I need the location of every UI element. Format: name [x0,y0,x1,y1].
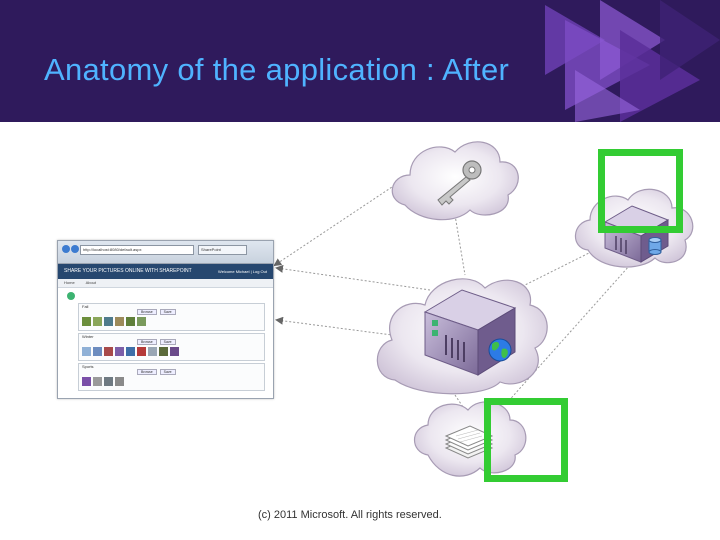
connector-key-to-server [454,214,466,276]
highlight-box-storage [484,398,568,482]
album-buttons: Browse Save [137,339,178,345]
browse-label: Browse [137,339,157,345]
connector-server-to-db [514,244,606,291]
cloud-storage [413,401,527,477]
banner-text: SHARE YOUR PICTURES ONLINE WITH SHAREPOI… [64,268,192,274]
album-buttons: Browse Save [137,309,178,315]
album-winter: Winter Browse Save [78,333,265,361]
album-label: Fall [82,304,89,309]
album-thumbnails [82,377,124,386]
browser-screenshot: http://localhost:8080/default.aspx Share… [57,240,274,399]
save-label: Save [159,369,176,375]
welcome-text: Welcome Michael | Log Out [218,269,267,274]
album-fall: Fall Browse Save [78,303,265,331]
album-buttons: Browse Save [137,369,178,375]
sharepoint-logo-icon [67,292,75,300]
database-icon [648,237,662,255]
album-thumbnails [82,347,179,356]
copyright-footer: (c) 2011 Microsoft. All rights reserved. [258,509,442,521]
header-triangles-decoration [545,0,720,122]
cloud-authentication [391,141,519,221]
album-sports: Sports Browse Save [78,363,265,391]
menu-item-about: About [85,280,97,285]
save-label: Save [159,309,176,315]
address-bar: http://localhost:8080/default.aspx [80,245,194,255]
slide-title: Anatomy of the application : After [44,52,510,87]
connector-server-to-docs [454,394,466,411]
document-stack-icon [444,425,494,459]
browser-tab: SharePoint [198,245,247,255]
cloud-web-server [376,278,548,395]
save-label: Save [159,339,176,345]
album-thumbnails [82,317,146,326]
back-icon [62,245,70,253]
connector-key-to-browser [273,184,396,267]
album-label: Sports [82,364,94,369]
key-icon [437,160,482,206]
site-menu: Home About [58,279,273,288]
globe-icon [488,338,512,362]
album-label: Winter [82,334,94,339]
slide-header: Anatomy of the application : After [0,0,720,122]
menu-item-home: Home [64,280,75,285]
forward-icon [71,245,79,253]
site-banner: SHARE YOUR PICTURES ONLINE WITH SHAREPOI… [58,264,273,279]
highlight-box-database [598,149,683,233]
browse-label: Browse [137,369,157,375]
browser-chrome: http://localhost:8080/default.aspx Share… [58,241,273,264]
connector-db-to-docs [504,264,631,406]
browse-label: Browse [137,309,157,315]
connector-server-to-browser-top [275,264,431,291]
architecture-diagram [273,141,694,477]
